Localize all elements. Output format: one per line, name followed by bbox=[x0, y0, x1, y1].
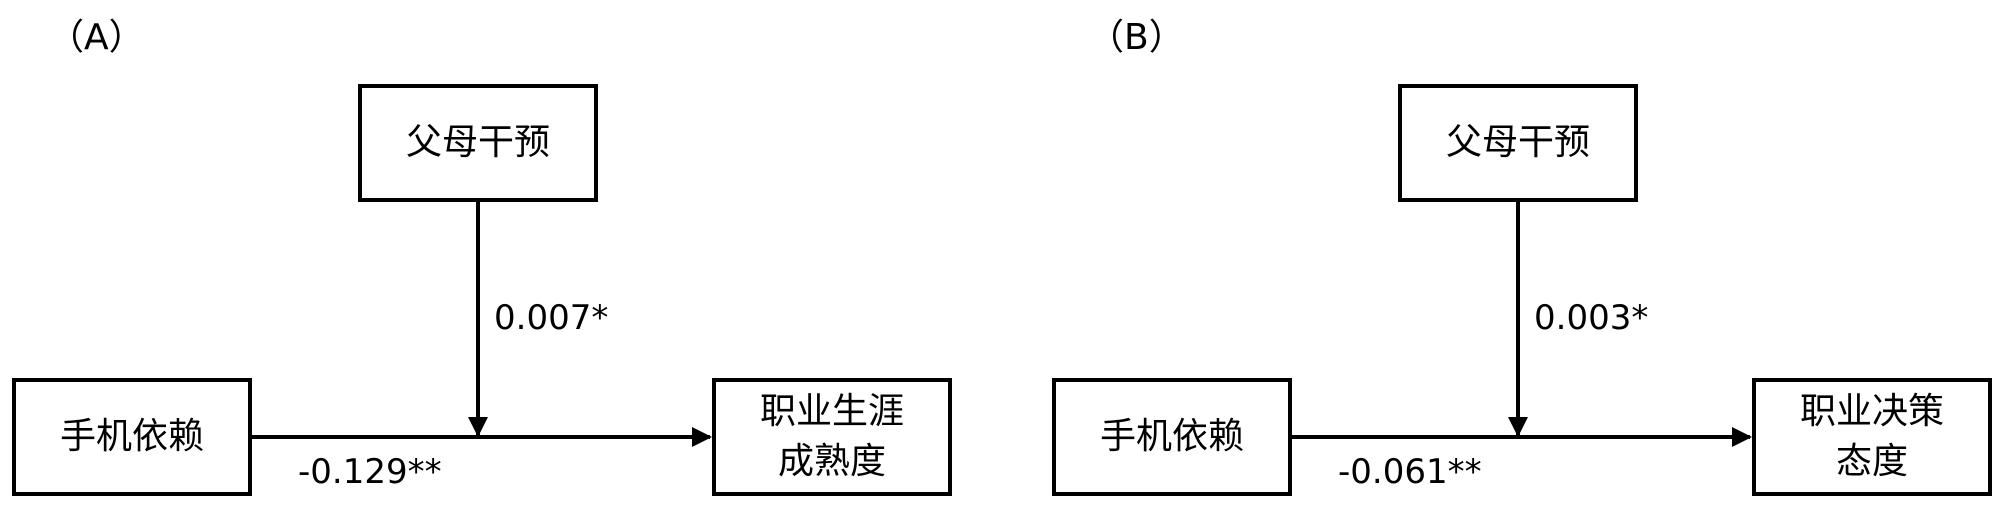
moderator-coefficient: 0.003* bbox=[1534, 298, 1649, 338]
moderation-diagram-b: （B） 父母干预 手机依赖 职业决策 态度 0.003* -0.061** bbox=[1040, 0, 2000, 510]
outcome-box: 职业生涯 成熟度 bbox=[712, 378, 952, 496]
panel-label: （B） bbox=[1088, 17, 1185, 58]
outcome-box: 职业决策 态度 bbox=[1752, 378, 1992, 496]
moderator-coefficient: 0.007* bbox=[494, 298, 609, 338]
diagram-arrows bbox=[1292, 202, 1752, 447]
moderation-diagram-a: （A） 父母干预 手机依赖 职业生涯 成熟度 0.007* -0.129** bbox=[12, 17, 952, 496]
moderator-box: 父母干预 bbox=[358, 84, 598, 202]
diagram-arrows bbox=[252, 202, 712, 447]
predictor-box: 手机依赖 bbox=[12, 378, 252, 496]
moderator-box: 父母干预 bbox=[1398, 84, 1638, 202]
predictor-box: 手机依赖 bbox=[1052, 378, 1292, 496]
main-effect-coefficient: -0.061** bbox=[1338, 452, 1482, 492]
main-effect-coefficient: -0.129** bbox=[298, 452, 442, 492]
panel-label: （A） bbox=[48, 17, 145, 58]
